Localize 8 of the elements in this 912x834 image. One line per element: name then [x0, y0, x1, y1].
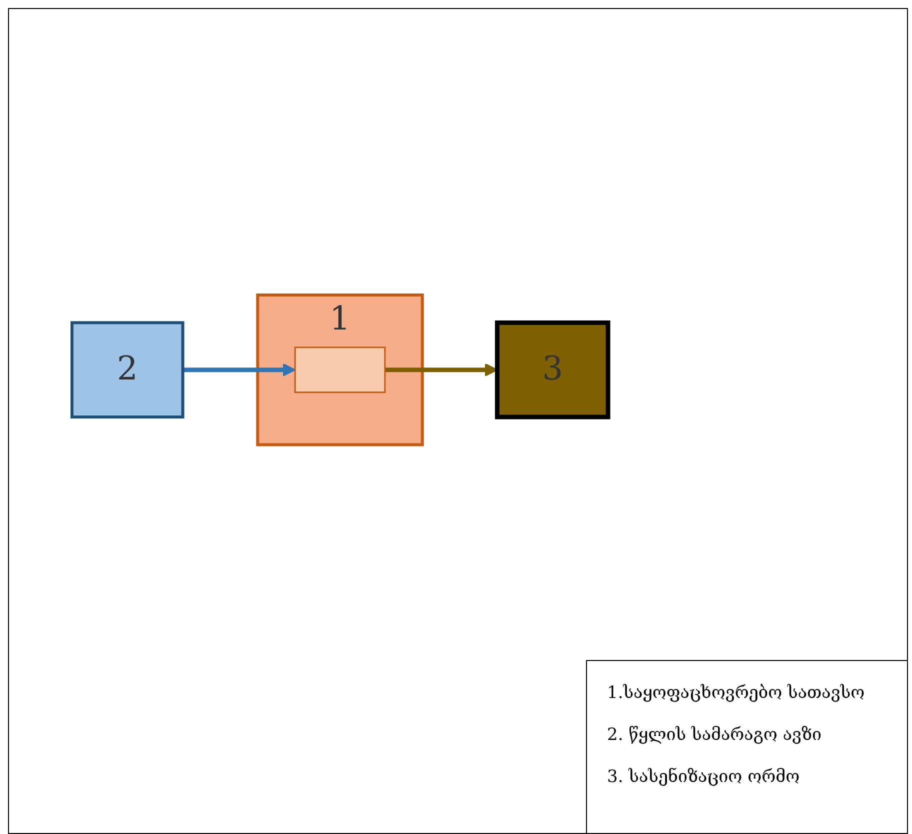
arrow — [182, 363, 296, 377]
legend-text: 2. წყლის სამარაგო ავზი — [607, 725, 823, 745]
legend-text: 3. სასენიზაციო ორმო — [607, 767, 801, 787]
cluster: 1 — [256, 294, 424, 446]
node-box: 2 — [70, 321, 184, 419]
node-box: 3 — [494, 320, 610, 420]
node-box — [294, 346, 386, 394]
legend-text: 1.საყოფაცხოვრებო სათავსო — [607, 683, 866, 703]
